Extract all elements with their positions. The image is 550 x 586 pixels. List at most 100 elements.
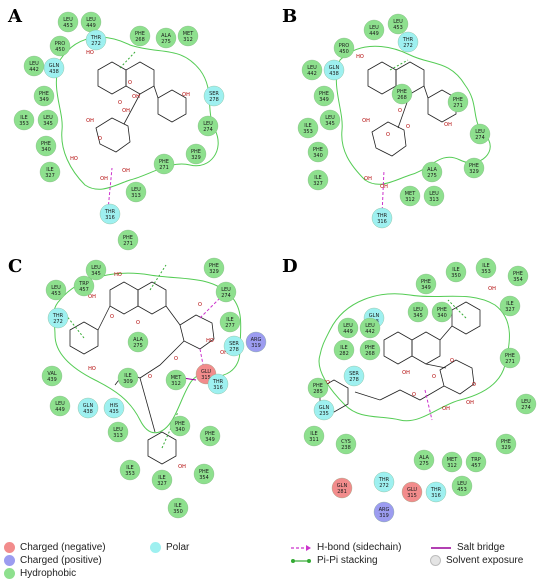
atom-label: HO bbox=[356, 54, 364, 60]
residue-number: 350 bbox=[173, 509, 183, 515]
residue-disc bbox=[441, 451, 463, 473]
residue-disc bbox=[153, 153, 175, 175]
residue-name: GLN bbox=[319, 405, 330, 411]
residue-number: 271 bbox=[123, 241, 133, 247]
residue-number: 272 bbox=[53, 319, 63, 325]
residue-number: 313 bbox=[429, 197, 439, 203]
residue-disc bbox=[425, 481, 447, 503]
atom-label: HO bbox=[206, 338, 214, 344]
legend-pistacking: Pi-Pi stacking bbox=[290, 555, 378, 566]
residue-name: MET bbox=[447, 457, 458, 463]
residue-number: 354 bbox=[199, 475, 209, 481]
residue-name: PHE bbox=[175, 421, 185, 427]
atom-label: OH bbox=[402, 370, 410, 376]
residue-number: 327 bbox=[157, 481, 167, 487]
residue-number: 345 bbox=[325, 121, 335, 127]
residue-number: 274 bbox=[221, 293, 231, 299]
panel-letter-b: B bbox=[282, 6, 297, 27]
negative-swatch bbox=[4, 542, 15, 553]
residue-name: PHE bbox=[365, 345, 375, 351]
atom-label: O bbox=[118, 100, 122, 106]
atom-label: O bbox=[386, 132, 390, 138]
legend-solvent-label: Solvent exposure bbox=[446, 555, 524, 566]
residue-number: 449 bbox=[86, 23, 96, 29]
residue-number: 316 bbox=[377, 219, 387, 225]
atom-label: OH bbox=[178, 464, 186, 470]
residue-number: 449 bbox=[55, 407, 65, 413]
residue-disc bbox=[297, 117, 319, 139]
residue-disc bbox=[47, 307, 69, 329]
panel-d-ligand bbox=[319, 301, 481, 413]
residue-disc bbox=[495, 433, 517, 455]
residue-disc bbox=[391, 83, 413, 105]
residue-name: MET bbox=[183, 31, 194, 37]
residue-name: PHE bbox=[313, 383, 323, 389]
residue-disc bbox=[127, 331, 149, 353]
residue-number: 274 bbox=[203, 127, 213, 133]
residue-name: ILE bbox=[226, 317, 233, 323]
legend-hydrophobic: Hydrophobic bbox=[4, 568, 76, 579]
residue-disc bbox=[333, 339, 355, 361]
residue-name: GLN bbox=[369, 313, 380, 319]
residue-name: PHE bbox=[319, 91, 329, 97]
residue-name: PHE bbox=[209, 263, 219, 269]
residue-disc bbox=[103, 397, 125, 419]
residue-number: 450 bbox=[55, 47, 65, 53]
residue-disc bbox=[499, 347, 521, 369]
residue-disc bbox=[359, 339, 381, 361]
atom-label: OH bbox=[444, 122, 452, 128]
residue-name: ILE bbox=[124, 373, 131, 379]
residue-disc bbox=[447, 91, 469, 113]
residue-disc bbox=[215, 281, 237, 303]
residue-number: 442 bbox=[307, 71, 317, 77]
residue-disc bbox=[167, 497, 189, 519]
residue-disc bbox=[117, 367, 139, 389]
residue-name: GLN bbox=[337, 483, 348, 489]
residue-name: LEU bbox=[55, 401, 65, 407]
panel-c-ligand bbox=[69, 281, 215, 465]
residue-name: GLN bbox=[83, 403, 94, 409]
residue-name: PHE bbox=[313, 147, 323, 153]
residue-name: VAL bbox=[47, 371, 57, 377]
residue-number: 449 bbox=[343, 329, 353, 335]
residue-number: 278 bbox=[229, 347, 239, 353]
residue-name: LEU bbox=[365, 323, 375, 329]
panel-b-hbond bbox=[381, 169, 385, 216]
residue-number: 319 bbox=[251, 343, 261, 349]
residue-number: 353 bbox=[125, 471, 135, 477]
residue-number: 271 bbox=[159, 165, 169, 171]
residue-name: LEU bbox=[221, 287, 231, 293]
panel-c-pistack-1 bbox=[149, 264, 167, 291]
residue-number: 450 bbox=[339, 49, 349, 55]
atom-label: O bbox=[98, 136, 102, 142]
residue-disc bbox=[499, 295, 521, 317]
residue-number: 439 bbox=[47, 377, 57, 383]
residue-number: 312 bbox=[405, 197, 415, 203]
residue-number: 285 bbox=[313, 389, 323, 395]
solvent-swatch bbox=[430, 555, 441, 566]
residue-name: LEU bbox=[131, 187, 141, 193]
residue-disc bbox=[37, 109, 59, 131]
residue-number: 268 bbox=[135, 37, 145, 43]
atom-label: O bbox=[412, 392, 416, 398]
residue-number: 311 bbox=[309, 437, 319, 443]
atom-label: O bbox=[406, 124, 410, 130]
